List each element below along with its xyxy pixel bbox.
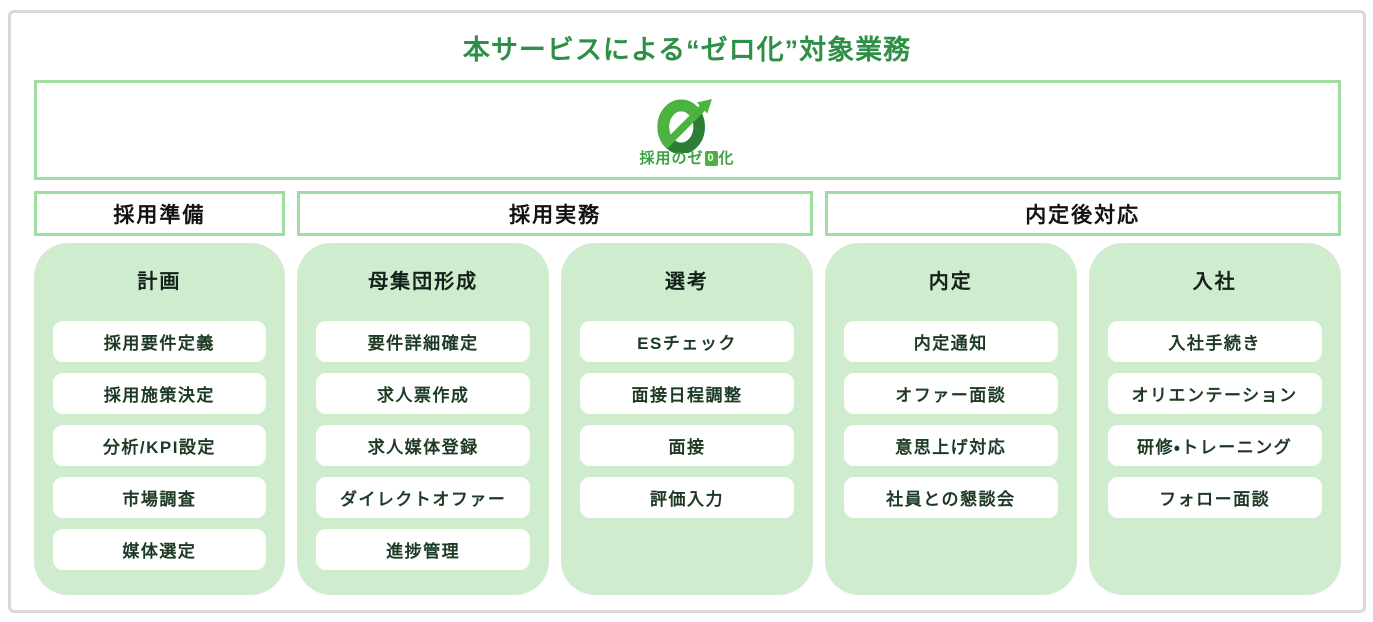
column-title: 計画 — [137, 271, 182, 293]
task-item: 進捗管理 — [316, 529, 531, 570]
phase-header-preparation: 採用準備 — [33, 191, 286, 236]
logo-text-suffix: 化 — [718, 149, 735, 167]
columns-row: 計画 採用要件定義 採用施策決定 分析/KPI設定 市場調査 媒体選定 母集団形… — [33, 243, 1341, 595]
column-joining: 入社 入社手続き オリエンテーション 研修・トレーニング フォロー面談 — [1088, 243, 1341, 595]
task-item: 市場調査 — [52, 477, 267, 518]
task-item: ESチェック — [580, 321, 794, 362]
task-item: 求人媒体登録 — [316, 425, 531, 466]
column-offer: 内定 内定通知 オファー面談 意思上げ対応 社員との懇談会 — [824, 243, 1077, 595]
task-item: 媒体選定 — [52, 529, 267, 570]
task-item: 社員との懇談会 — [843, 477, 1058, 518]
task-item: ダイレクトオファー — [316, 477, 531, 518]
task-item: 面接 — [580, 425, 794, 466]
zero-arrow-logo-icon — [657, 98, 712, 153]
task-item: 要件詳細確定 — [316, 321, 531, 362]
column-title: 選考 — [664, 271, 709, 293]
column-selection: 選考 ESチェック 面接日程調整 面接 評価入力 — [561, 243, 813, 595]
task-item: 採用施策決定 — [52, 373, 267, 414]
task-item: 意思上げ対応 — [843, 425, 1058, 466]
diagram-frame: 本サービスによる“ゼロ化”対象業務 採用のゼ 0 化 — [8, 10, 1366, 613]
task-item: フォロー面談 — [1107, 477, 1322, 518]
phase-header-operations: 採用実務 — [297, 191, 813, 236]
task-item: 入社手続き — [1107, 321, 1322, 362]
task-item: 分析/KPI設定 — [52, 425, 267, 466]
diagram-content: 本サービスによる“ゼロ化”対象業務 採用のゼ 0 化 — [33, 28, 1341, 595]
task-item: 採用要件定義 — [52, 321, 267, 362]
task-item: 評価入力 — [580, 477, 794, 518]
page-title: 本サービスによる“ゼロ化”対象業務 — [462, 35, 912, 65]
phase-header-row: 採用準備 採用実務 内定後対応 — [33, 191, 1341, 236]
task-item: オファー面談 — [843, 373, 1058, 414]
column-plan: 計画 採用要件定義 採用施策決定 分析/KPI設定 市場調査 媒体選定 — [33, 243, 286, 595]
logo-text: 採用のゼ 0 化 — [639, 149, 735, 167]
logo-zero-badge: 0 — [704, 150, 718, 166]
task-item: 求人票作成 — [316, 373, 531, 414]
task-item: 内定通知 — [843, 321, 1058, 362]
task-item: 面接日程調整 — [580, 373, 794, 414]
logo: 採用のゼ 0 化 — [639, 95, 734, 166]
column-pool-formation: 母集団形成 要件詳細確定 求人票作成 求人媒体登録 ダイレクトオファー 進捗管理 — [297, 243, 550, 595]
task-item: オリエンテーション — [1107, 373, 1322, 414]
logo-text-prefix: 採用のゼ — [639, 149, 704, 167]
task-item: 研修・トレーニング — [1107, 425, 1322, 466]
column-title: 入社 — [1192, 271, 1237, 293]
logo-panel: 採用のゼ 0 化 — [33, 80, 1341, 180]
column-title: 内定 — [928, 271, 973, 293]
column-title: 母集団形成 — [368, 271, 479, 293]
phase-header-post-offer: 内定後対応 — [824, 191, 1341, 236]
